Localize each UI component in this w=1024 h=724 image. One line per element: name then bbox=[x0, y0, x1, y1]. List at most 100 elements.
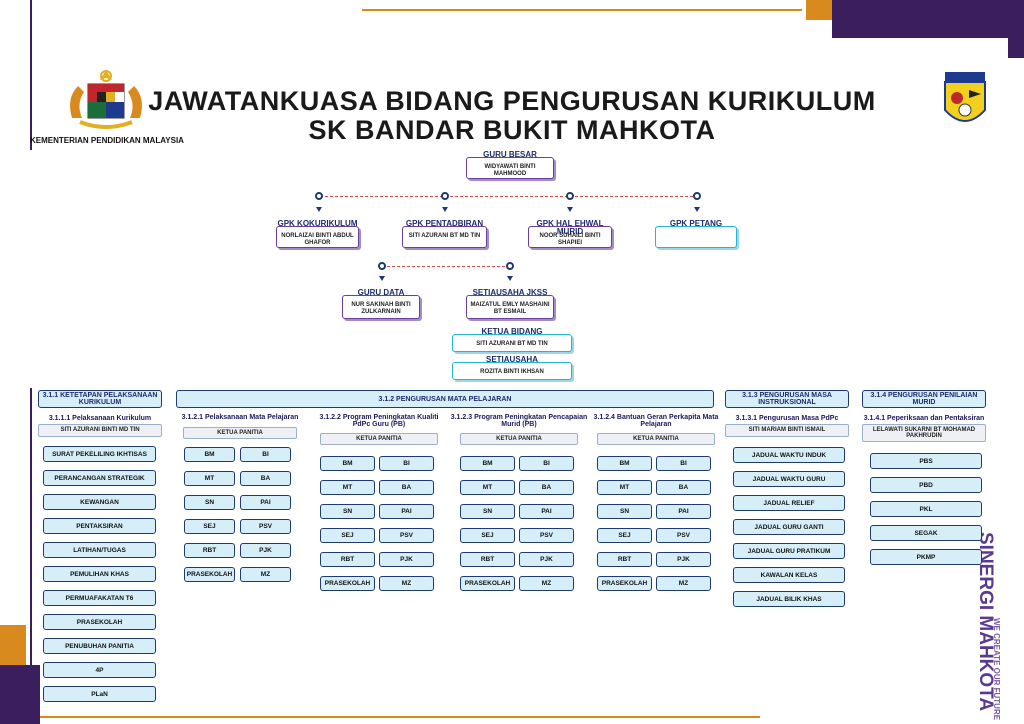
group-subtitle: 3.1.2.2 Program Peningkatan Kualiti PdPc… bbox=[319, 414, 439, 428]
subject-tile: BI bbox=[240, 447, 291, 462]
subject-tile: BM bbox=[597, 456, 652, 471]
list-item: PEMULIHAN KHAS bbox=[43, 566, 156, 582]
list-item: PKL bbox=[870, 501, 982, 517]
list-item: SEGAK bbox=[870, 525, 982, 541]
top-right-purple-block bbox=[832, 0, 1024, 38]
ketua-bidang-card: KETUA BIDANG SITI AZURANI BT MD TIN bbox=[452, 328, 572, 352]
gpk-petang-card: GPK PETANG bbox=[655, 220, 737, 248]
list-item: PENTAKSIRAN bbox=[43, 518, 156, 534]
group-head: KETUA PANITIA bbox=[597, 433, 715, 445]
connector-node bbox=[693, 192, 701, 200]
subject-tile: PAI bbox=[519, 504, 574, 519]
subject-tile: MZ bbox=[519, 576, 574, 591]
connector-node bbox=[566, 192, 574, 200]
list-item: PENUBUHAN PANITIA bbox=[43, 638, 156, 654]
subject-tile: BI bbox=[519, 456, 574, 471]
setiausaha-card: SETIAUSAHA ROZITA BINTI IKHSAN bbox=[452, 356, 572, 380]
subject-tile: MT bbox=[597, 480, 652, 495]
connector-arrow bbox=[379, 276, 385, 281]
setiausaha-jkss-name: MAIZATUL EMLY MASHAINI BT ESMAIL bbox=[470, 302, 550, 315]
subject-tile: BM bbox=[320, 456, 375, 471]
connector-node bbox=[378, 262, 386, 270]
list-item: JADUAL WAKTU GURU bbox=[733, 471, 845, 487]
setiausaha-name: ROZITA BINTI IKHSAN bbox=[480, 369, 544, 375]
gpk-title: GPK PENTADBIRAN bbox=[405, 219, 484, 228]
list-item: PERANCANGAN STRATEGIK bbox=[43, 470, 156, 486]
connector-arrow bbox=[442, 207, 448, 212]
subject-tile: BA bbox=[379, 480, 434, 495]
page-title-line2: SK BANDAR BUKIT MAHKOTA bbox=[308, 115, 716, 145]
subject-tile: SEJ bbox=[320, 528, 375, 543]
subject-tile: SN bbox=[460, 504, 515, 519]
guru-data-card: GURU DATA NUR SAKINAH BINTI ZULKARNAIN bbox=[342, 289, 420, 319]
section-3-1-3-subtitle: 3.1.3.1 Pengurusan Masa PdPc bbox=[735, 415, 839, 422]
list-item: JADUAL GURU PRATIKUM bbox=[733, 543, 845, 559]
connector-arrow bbox=[567, 207, 573, 212]
subject-tile: PJK bbox=[379, 552, 434, 567]
section-3-1-4-header: 3.1.4 PENGURUSAN PENILAIAN MURID bbox=[862, 390, 986, 408]
top-left-accent-line bbox=[362, 9, 802, 11]
subject-tile: BI bbox=[656, 456, 711, 471]
list-item: KEWANGAN bbox=[43, 494, 156, 510]
ketua-bidang-name: SITI AZURANI BT MD TIN bbox=[476, 341, 548, 347]
subject-tile: PSV bbox=[519, 528, 574, 543]
list-item: KAWALAN KELAS bbox=[733, 567, 845, 583]
gpk-name: NORLAIZAI BINTI ABDUL GHAFOR bbox=[281, 233, 354, 246]
subject-tile: BI bbox=[379, 456, 434, 471]
connector-line bbox=[320, 196, 698, 197]
subject-tile: PRASEKOLAH bbox=[184, 567, 235, 582]
subject-tile: PRASEKOLAH bbox=[597, 576, 652, 591]
group-head: KETUA PANITIA bbox=[460, 433, 578, 445]
subject-tile: PSV bbox=[240, 519, 291, 534]
group-subtitle: 3.1.2.3 Program Peningkatan Pencapaian M… bbox=[450, 414, 588, 428]
subject-tile: MZ bbox=[379, 576, 434, 591]
subject-tile: MT bbox=[460, 480, 515, 495]
gpk-kokurikulum-card: GPK KOKURIKULUM NORLAIZAI BINTI ABDUL GH… bbox=[276, 220, 359, 248]
guru-data-name: NUR SAKINAH BINTI ZULKARNAIN bbox=[351, 302, 411, 315]
list-item: SURAT PEKELILING IKHTISAS bbox=[43, 446, 156, 462]
ketua-bidang-title: KETUA BIDANG bbox=[481, 327, 543, 336]
subject-tile: MZ bbox=[656, 576, 711, 591]
list-item: PERMUAFAKATAN T6 bbox=[43, 590, 156, 606]
guru-besar-name: WIDYAWATI BINTI MAHMOOD bbox=[484, 164, 536, 177]
subject-tile: PSV bbox=[379, 528, 434, 543]
list-item: 4P bbox=[43, 662, 156, 678]
branding-main: SINERGI MAHKOTA bbox=[975, 532, 996, 711]
gpk-pentadbiran-card: GPK PENTADBIRAN SITI AZURANI BT MD TIN bbox=[402, 220, 487, 248]
subject-tile: MT bbox=[320, 480, 375, 495]
section-3-1-3-header: 3.1.3 PENGURUSAN MASA INSTRUKSIONAL bbox=[725, 390, 849, 408]
subject-tile: BA bbox=[656, 480, 711, 495]
subject-tile: MZ bbox=[240, 567, 291, 582]
list-item: PKMP bbox=[870, 549, 982, 565]
section-3-1-1-head: SITI AZURANI BINTI MD TIN bbox=[38, 424, 162, 437]
list-item: JADUAL RELIEF bbox=[733, 495, 845, 511]
list-item: PRASEKOLAH bbox=[43, 614, 156, 630]
section-3-1-2-header: 3.1.2 PENGURUSAN MATA PELAJARAN bbox=[176, 390, 714, 408]
list-item: PBD bbox=[870, 477, 982, 493]
list-item: JADUAL GURU GANTI bbox=[733, 519, 845, 535]
left-vertical-line bbox=[30, 0, 32, 150]
subject-tile: PJK bbox=[240, 543, 291, 558]
subject-tile: SN bbox=[597, 504, 652, 519]
gpk-title: GPK KOKURIKULUM bbox=[277, 219, 358, 228]
left-vertical-line-lower bbox=[30, 388, 32, 688]
list-item: JADUAL WAKTU INDUK bbox=[733, 447, 845, 463]
connector-node bbox=[506, 262, 514, 270]
group-subtitle: 3.1.2.1 Pelaksanaan Mata Pelajaran bbox=[181, 414, 299, 421]
list-item: LATIHAN/TUGAS bbox=[43, 542, 156, 558]
connector-node bbox=[441, 192, 449, 200]
subject-tile: SEJ bbox=[184, 519, 235, 534]
subject-tile: PSV bbox=[656, 528, 711, 543]
subject-tile: PRASEKOLAH bbox=[460, 576, 515, 591]
section-3-1-1-header: 3.1.1 KETETAPAN PELAKSANAAN KURIKULUM bbox=[38, 390, 162, 408]
right-purple-block-top bbox=[1008, 38, 1024, 58]
connector-node bbox=[315, 192, 323, 200]
subject-tile: SN bbox=[184, 495, 235, 510]
branding-tagline: WE CREATE OUR FUTURE bbox=[992, 618, 1001, 720]
section-3-1-1-subtitle: 3.1.1.1 Pelaksanaan Kurikulum bbox=[48, 415, 152, 422]
subject-tile: BM bbox=[460, 456, 515, 471]
subject-tile: SEJ bbox=[460, 528, 515, 543]
list-item: PLaN bbox=[43, 686, 156, 702]
group-subtitle: 3.1.2.4 Bantuan Geran Perkapita Mata Pel… bbox=[593, 414, 719, 428]
list-item: PBS bbox=[870, 453, 982, 469]
